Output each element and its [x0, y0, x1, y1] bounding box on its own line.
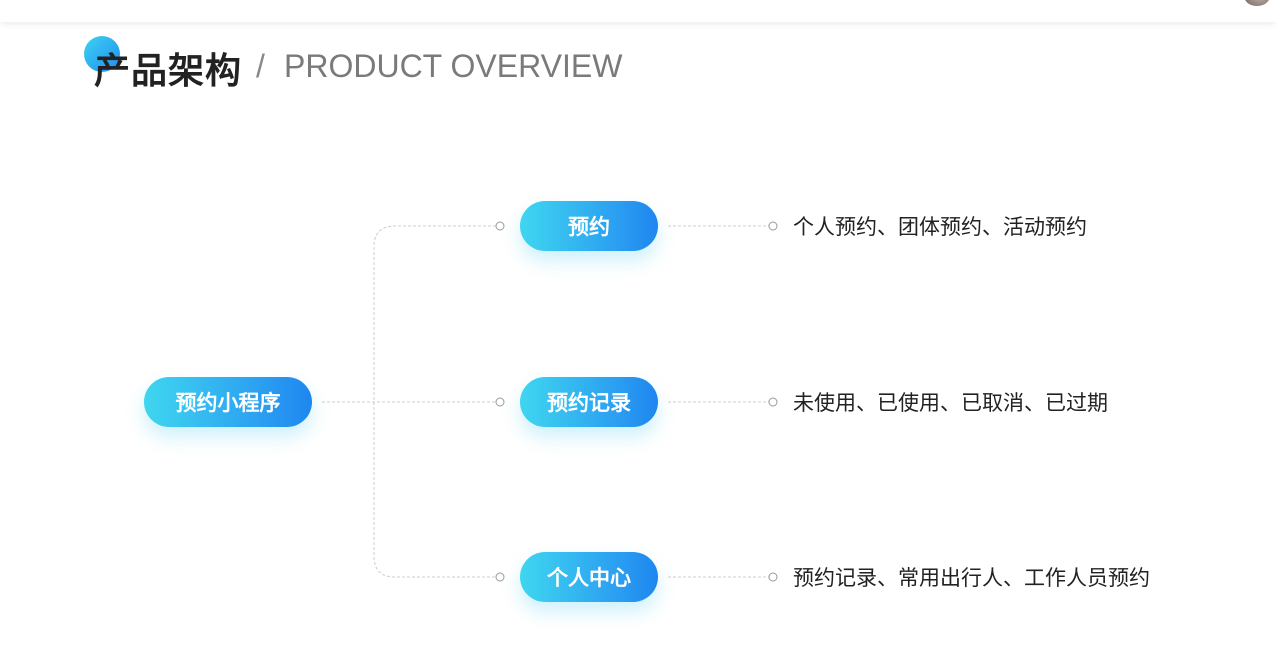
title-separator: / — [256, 48, 265, 84]
branch-node-personal-center: 个人中心 — [520, 552, 658, 602]
page-title: 产品架构 — [94, 51, 243, 92]
desc-circle-2 — [768, 397, 778, 407]
branch-node-reservation: 预约 — [520, 201, 658, 251]
top-bar — [0, 0, 1276, 22]
branch-description-records: 未使用、已使用、已取消、已过期 — [793, 391, 1108, 415]
node-circle-1 — [495, 221, 505, 231]
branch-node-records: 预约记录 — [520, 377, 658, 427]
node-circle-3 — [495, 572, 505, 582]
desc-circle-1 — [768, 221, 778, 231]
avatar[interactable] — [1244, 0, 1270, 6]
accent-dot — [84, 36, 120, 72]
branch-description-reservation: 个人预约、团体预约、活动预约 — [793, 215, 1087, 239]
page-subtitle: PRODUCT OVERVIEW — [284, 48, 623, 84]
node-circle-2 — [495, 397, 505, 407]
root-node: 预约小程序 — [144, 377, 312, 427]
branch-description-personal-center: 预约记录、常用出行人、工作人员预约 — [793, 566, 1150, 590]
desc-circle-3 — [768, 572, 778, 582]
